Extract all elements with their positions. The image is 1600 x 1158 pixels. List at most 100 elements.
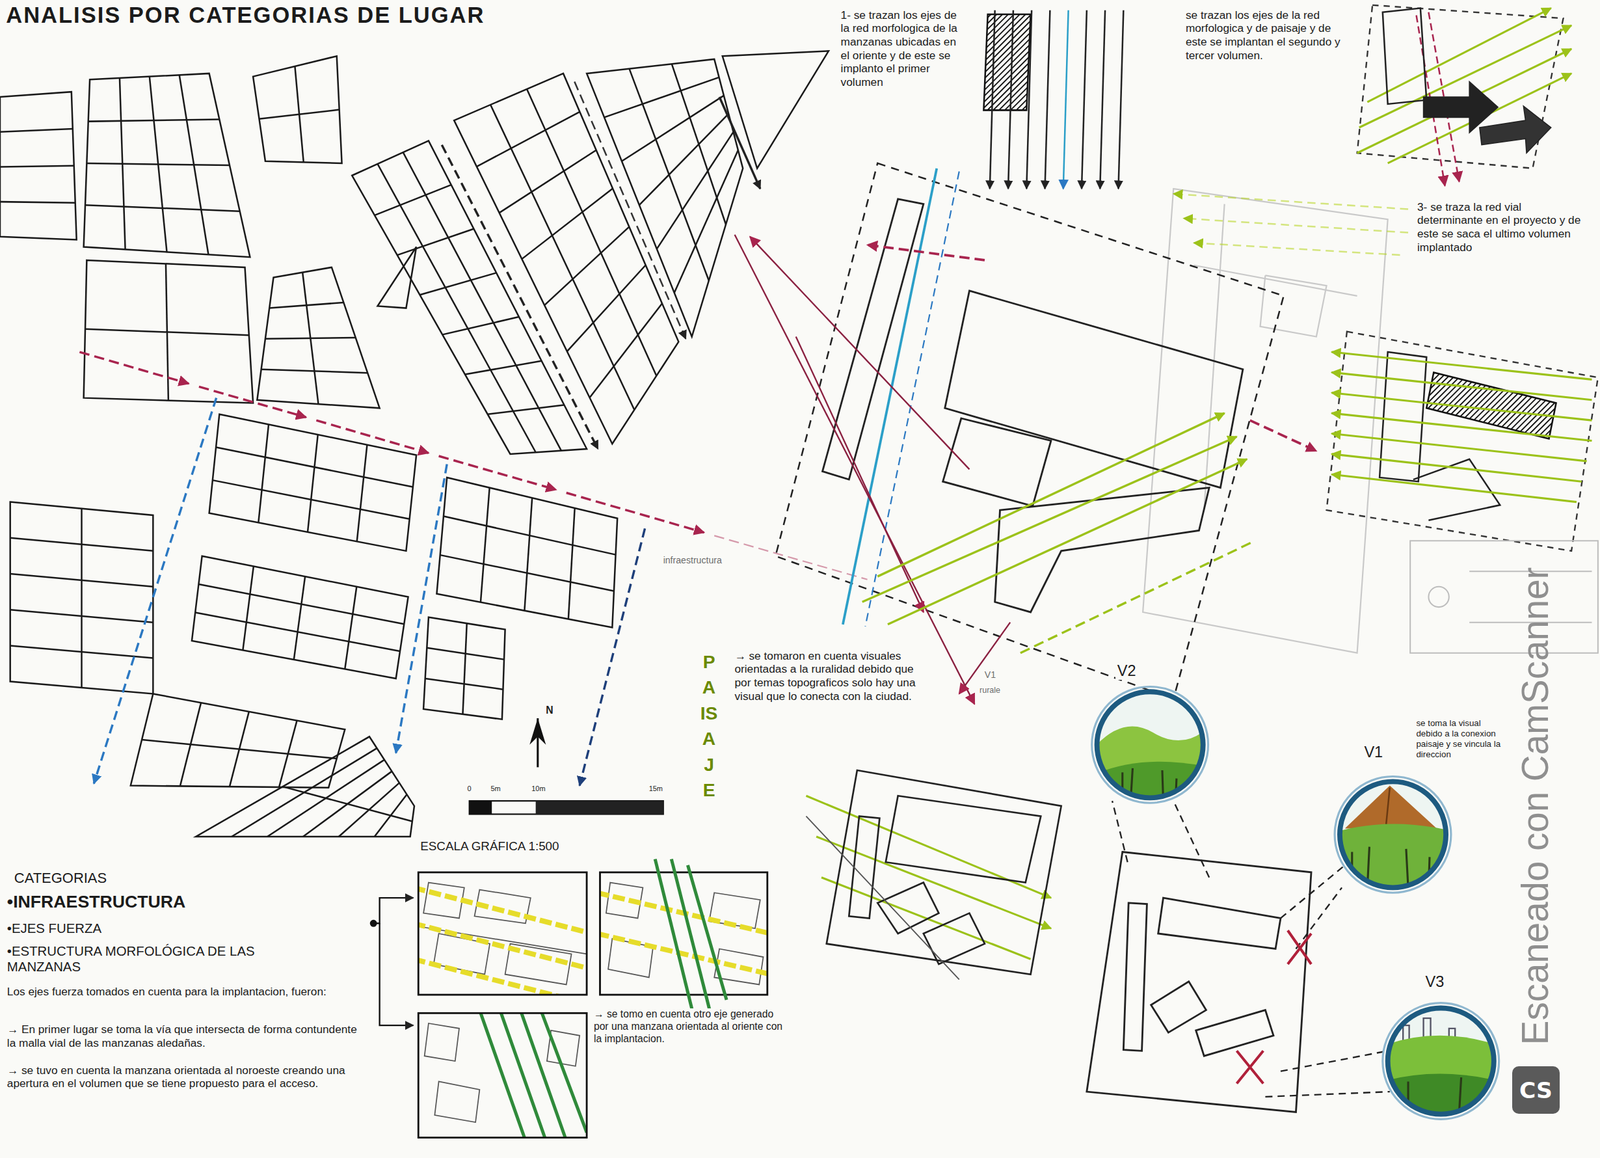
- drawing-part: [1331, 413, 1592, 441]
- drawing-part: [0, 165, 75, 168]
- drawing-part: [796, 336, 924, 613]
- drawing-part: [231, 747, 377, 837]
- drawing-part: [441, 145, 598, 449]
- drawing-part: [734, 234, 975, 704]
- scale-and-north: [469, 718, 664, 814]
- drawing-part: [424, 1023, 460, 1061]
- drawing-part: [374, 184, 452, 216]
- axis-note: → se tomo en cuenta otro eje generado po…: [591, 1008, 791, 1045]
- scale-number: 0: [465, 784, 473, 793]
- drawing-part: [862, 413, 1256, 654]
- drawing-part: [1423, 81, 1499, 133]
- drawing-part: [1382, 1004, 1500, 1122]
- category-item: •EJES FUERZA: [5, 920, 104, 936]
- volumes-two-three-diagram: [1357, 5, 1572, 187]
- drawing-part: [805, 816, 959, 980]
- drawing-part: [0, 128, 73, 133]
- drawing-part: [943, 418, 1052, 507]
- drawing-part: [1357, 48, 1572, 153]
- watermark: Escaneado con CamScanner: [1513, 565, 1558, 1048]
- drawing-part: [535, 800, 664, 814]
- drawing-part: [351, 140, 587, 454]
- drawing-part: [130, 693, 345, 787]
- drawing-part: [1386, 787, 1390, 829]
- drawing-part: [529, 718, 546, 745]
- drawing-part: [805, 795, 1052, 959]
- drawing-part: [1183, 218, 1409, 233]
- drawing-part: [93, 398, 216, 784]
- drawing-part: [267, 759, 385, 837]
- drawing-part: [1151, 981, 1207, 1033]
- drawing-part: [1357, 5, 1564, 169]
- drawing-part: [524, 497, 533, 611]
- drawing-part: [195, 736, 415, 837]
- drawing-part: [574, 81, 686, 339]
- drawing-part: [418, 882, 587, 985]
- drawing-part: [490, 104, 635, 410]
- drawing-part: [419, 272, 497, 295]
- drawing-part: [469, 800, 493, 814]
- city-block: [191, 556, 409, 679]
- drawing-part: [293, 576, 306, 660]
- city-block: [256, 267, 380, 408]
- drawing-part: [302, 272, 319, 404]
- drawing-part: [377, 163, 536, 453]
- faint-label: rurale: [977, 685, 1003, 696]
- legend-heading: CATEGORIAS: [12, 869, 109, 887]
- drawing-part: [253, 55, 342, 164]
- drawing-part: [418, 1012, 587, 1137]
- drawing-part: [656, 132, 734, 250]
- drawing-part: [1265, 1091, 1390, 1097]
- drawing-part: [959, 622, 1011, 694]
- drawing-part: [397, 228, 475, 255]
- drawing-part: [1092, 725, 1210, 806]
- drawing-part: [434, 1080, 480, 1122]
- drawing-part: [418, 958, 587, 995]
- drawing-part: [749, 236, 970, 470]
- project-site-axes: [734, 163, 1409, 704]
- view-label: V1: [1361, 742, 1385, 761]
- drawing-part: [1326, 331, 1599, 551]
- drawing-part: [734, 234, 1011, 704]
- drawing-part: [520, 1012, 567, 1137]
- drawing-part: [418, 887, 587, 934]
- step-note: 1- se trazan los ejes de la red morfolog…: [839, 8, 967, 90]
- drawing-part: [1331, 474, 1577, 502]
- drawing-part: [83, 260, 254, 404]
- drawing-part: [1428, 586, 1449, 607]
- drawing-part: [541, 1012, 588, 1132]
- drawing-part: [1063, 10, 1069, 189]
- drawing-part: [418, 872, 587, 995]
- drawing-part: [1236, 1050, 1264, 1083]
- sheet-title: ANALISIS POR CATEGORIAS DE LUGAR: [3, 1, 487, 29]
- drawing-part: [79, 351, 189, 384]
- drawing-part: [1173, 193, 1409, 210]
- force-axes-thumbnails: [370, 858, 771, 1141]
- drawing-part: [242, 565, 254, 650]
- drawing-part: [1008, 10, 1014, 189]
- drawing-part: [821, 877, 1031, 959]
- drawing-part: [0, 91, 77, 240]
- drawing-part: [1142, 188, 1388, 654]
- drawing-part: [1020, 540, 1256, 654]
- drawing-part: [0, 201, 76, 203]
- drawing-part: [469, 800, 664, 814]
- drawing-part: [373, 897, 414, 923]
- drawing-part: [654, 858, 727, 1026]
- drawing-part: [1173, 193, 1409, 255]
- drawing-part: [923, 913, 985, 964]
- drawing-part: [865, 171, 959, 626]
- drawing-part: [805, 770, 1061, 979]
- drawing-part: [165, 263, 169, 400]
- drawing-part: [1382, 1002, 1500, 1120]
- drawing-part: [1410, 540, 1599, 654]
- category-item: •ESTRUCTURA MORFOLÓGICA DE LAS MANZANAS: [5, 943, 296, 975]
- drawing-part: [1092, 688, 1210, 806]
- drawing-part: [424, 1012, 587, 1137]
- drawing-part: [586, 59, 743, 337]
- drawing-part: [403, 152, 562, 451]
- drawing-part: [396, 464, 447, 754]
- city-block: [586, 59, 743, 337]
- city-block: [130, 693, 345, 787]
